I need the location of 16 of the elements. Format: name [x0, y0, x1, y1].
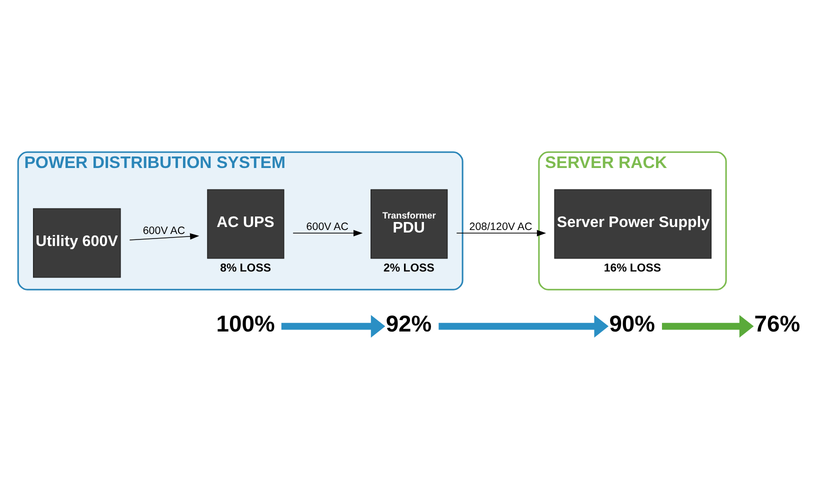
node-text: 76%: [754, 310, 800, 336]
arrow: [438, 314, 609, 338]
arrow: [281, 314, 386, 338]
node-label: 2% LOSS: [384, 262, 434, 274]
arrow: [292, 229, 363, 236]
node-label: 8% LOSS: [220, 262, 271, 274]
node-text: 92%: [386, 310, 432, 336]
node-label: 16% LOSS: [604, 262, 662, 274]
edge-label: 600V AC: [142, 224, 186, 237]
node-text: 100%: [216, 310, 275, 336]
edge-label: 208/120V AC: [469, 220, 532, 233]
edge-label: 600V AC: [306, 220, 348, 233]
arrow: [662, 314, 754, 338]
node-text: 90%: [609, 310, 656, 336]
arrow: [456, 229, 546, 236]
arrow: [129, 232, 200, 240]
